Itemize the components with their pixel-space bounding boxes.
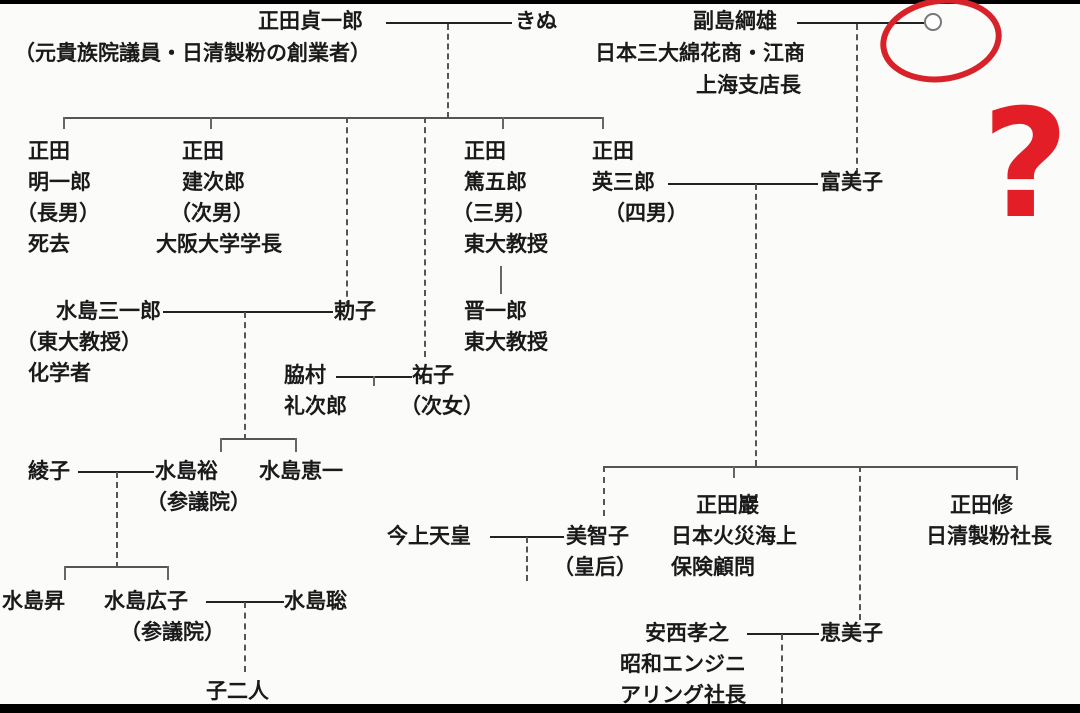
sibling-bar xyxy=(63,117,603,119)
sanichiro-note-1: （東大教授） xyxy=(16,330,142,354)
descent-line xyxy=(500,266,502,294)
anzai-note-2: アリング社長 xyxy=(620,683,746,707)
red-highlight-circle xyxy=(874,0,1008,91)
yutaka-role: （参議院） xyxy=(146,490,251,514)
person-mizushima-sanichiro: 水島三一郎 xyxy=(56,299,161,323)
kenjiro-surname: 正田 xyxy=(182,139,224,163)
sibling-bar xyxy=(220,438,296,440)
person-kinu: きぬ xyxy=(515,9,557,33)
person-shoda-osamu: 正田修 xyxy=(950,493,1013,517)
marriage-line xyxy=(163,311,333,313)
question-mark-annotation: ? xyxy=(982,78,1070,252)
descent-line xyxy=(526,537,528,581)
yuko-role: （次女） xyxy=(400,394,484,418)
branch-tick xyxy=(64,566,66,580)
tokugoro-surname: 正田 xyxy=(464,139,506,163)
soejima-note-1: 日本三大綿花商・江商 xyxy=(595,41,805,65)
osamu-note: 日清製粉社長 xyxy=(926,524,1052,548)
michiko-role: （皇后） xyxy=(553,555,637,579)
person-michiko: 美智子 xyxy=(566,524,629,548)
akiichiro-role: （長男） xyxy=(16,201,100,225)
person-shoda-teiichiro: 正田貞一郎 xyxy=(258,9,363,33)
descent-line xyxy=(244,602,246,672)
person-mizushima-yutaka: 水島裕 xyxy=(155,459,218,483)
branch-tick xyxy=(220,438,222,452)
person-akiichiro: 明一郎 xyxy=(28,170,91,194)
branch-tick xyxy=(1016,466,1018,480)
person-soejima-tsunao: 副島綱雄 xyxy=(693,9,777,33)
hidesaburo-surname: 正田 xyxy=(592,139,634,163)
person-hidesaburo: 英三郎 xyxy=(592,170,655,194)
akiichiro-note: 死去 xyxy=(28,232,70,256)
descent-line xyxy=(447,24,449,118)
iwao-note-1: 日本火災海上 xyxy=(671,524,797,548)
person-anzai-takayuki: 安西孝之 xyxy=(645,621,729,645)
person-wakimura: 脇村 xyxy=(284,363,326,387)
hidesaburo-role: （四男） xyxy=(604,201,688,225)
founder-note: （元貴族院議員・日清製粉の創業者） xyxy=(14,41,371,65)
descent-line xyxy=(755,184,757,466)
mizushima-children: 子二人 xyxy=(206,679,269,703)
branch-tick xyxy=(733,466,735,478)
hiroko-role: （参議院） xyxy=(120,620,225,644)
sibling-bar xyxy=(64,566,168,568)
kenjiro-role: （次男） xyxy=(170,201,254,225)
descent-line xyxy=(116,472,118,568)
person-yuko: 祐子 xyxy=(412,363,454,387)
sibling-bar xyxy=(859,466,1017,468)
branch-tick xyxy=(167,566,169,580)
person-mizushima-keiichi: 水島恵一 xyxy=(259,459,343,483)
descent-line-michiko xyxy=(603,466,605,516)
marriage-line xyxy=(797,22,924,24)
person-kenjiro: 建次郎 xyxy=(182,170,245,194)
descent-line xyxy=(244,312,246,440)
kenjiro-note: 大阪大学学長 xyxy=(156,232,282,256)
person-fumiko: 富美子 xyxy=(820,170,883,194)
descent-line-isako xyxy=(346,117,348,307)
akiichiro-surname: 正田 xyxy=(28,139,70,163)
marriage-line xyxy=(668,183,818,185)
person-isako: 勅子 xyxy=(334,299,376,323)
marriage-line xyxy=(747,633,819,635)
branch-tick xyxy=(502,117,504,129)
tokugoro-note: 東大教授 xyxy=(464,232,548,256)
person-shinichiro: 晋一郎 xyxy=(464,299,527,323)
unknown-spouse-circle xyxy=(924,13,942,31)
branch-tick xyxy=(295,438,297,452)
person-shoda-iwao: 正田巖 xyxy=(696,493,759,517)
descent-line-emiko xyxy=(859,466,861,620)
descent-line xyxy=(856,24,858,174)
descent-line xyxy=(781,634,783,704)
branch-tick xyxy=(210,117,212,129)
person-mizushima-noboru: 水島昇 xyxy=(2,589,65,613)
person-mizushima-hiroko: 水島広子 xyxy=(104,589,188,613)
soejima-note-2: 上海支店長 xyxy=(696,73,801,97)
sibling-bar xyxy=(603,466,859,468)
marriage-line xyxy=(386,22,512,24)
anzai-note-1: 昭和エンジニ xyxy=(620,652,746,676)
person-emperor: 今上天皇 xyxy=(387,524,471,548)
branch-tick xyxy=(63,117,65,129)
tokugoro-role: （三男） xyxy=(452,201,536,225)
descent-line-yuko xyxy=(424,117,426,357)
person-mizushima-satoshi: 水島聡 xyxy=(284,589,347,613)
descent-tick xyxy=(373,376,375,386)
branch-tick xyxy=(602,117,604,129)
person-tokugoro: 篤五郎 xyxy=(464,170,527,194)
person-wakimura-given: 礼次郎 xyxy=(284,394,347,418)
person-emiko: 恵美子 xyxy=(820,621,883,645)
shinichiro-note: 東大教授 xyxy=(464,330,548,354)
iwao-note-2: 保険顧問 xyxy=(671,555,755,579)
sanichiro-note-2: 化学者 xyxy=(28,361,91,385)
person-ayako: 綾子 xyxy=(28,459,70,483)
